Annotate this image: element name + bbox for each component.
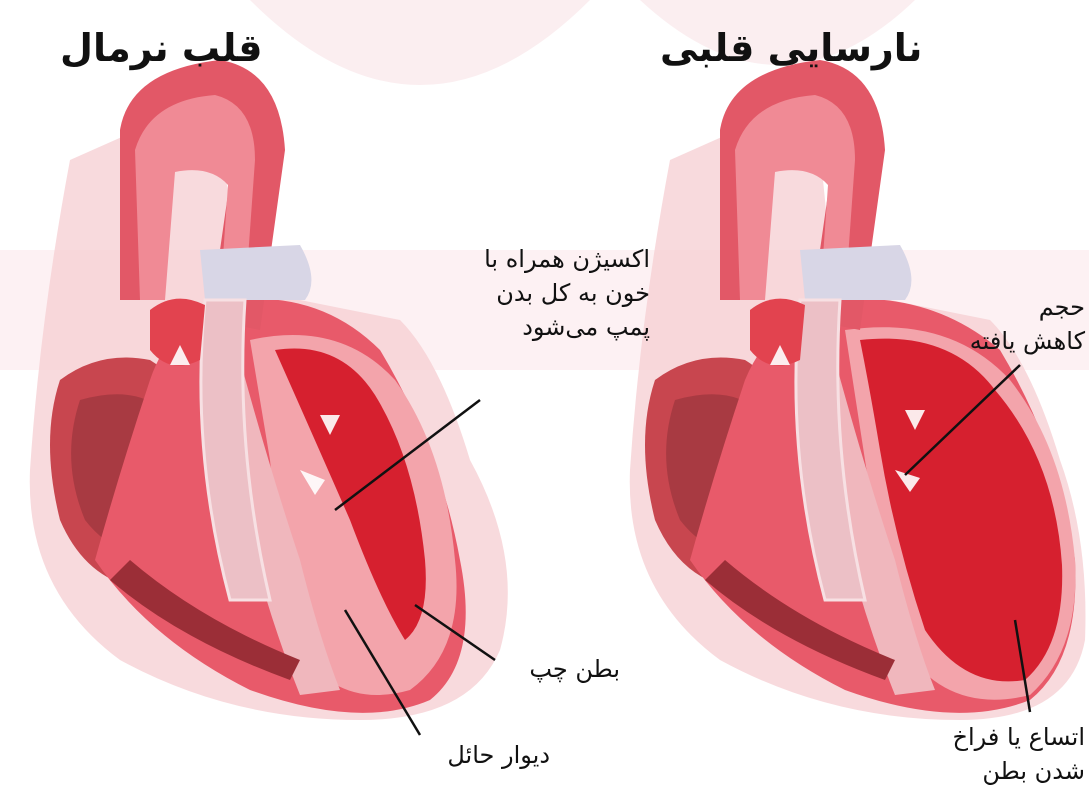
heart-failure-title: نارسایی قلبی — [660, 26, 922, 70]
dilation-line-2: شدن بطن — [900, 754, 1085, 788]
oxygen-pumped-label: اکسیژن همراه با خون به کل بدن پمپ می‌شود — [435, 242, 650, 344]
reduced-volume-label: حجم کاهش یافته — [960, 290, 1085, 358]
oxygen-label-line-2: خون به کل بدن — [435, 276, 650, 310]
reduced-volume-line-1: حجم — [960, 290, 1085, 324]
dilation-line-1: اتساع یا فراخ — [900, 720, 1085, 754]
ventricle-dilation-label: اتساع یا فراخ شدن بطن — [900, 720, 1085, 788]
failing-heart-illustration — [630, 60, 1086, 720]
oxygen-label-line-1: اکسیژن همراه با — [435, 242, 650, 276]
reduced-volume-line-2: کاهش یافته — [960, 324, 1085, 358]
left-ventricle-label: بطن چپ — [510, 652, 620, 686]
septum-label: دیوار حائل — [420, 738, 550, 772]
normal-heart-title: قلب نرمال — [60, 26, 263, 70]
normal-heart-illustration — [30, 60, 508, 735]
oxygen-label-line-3: پمپ می‌شود — [435, 310, 650, 344]
